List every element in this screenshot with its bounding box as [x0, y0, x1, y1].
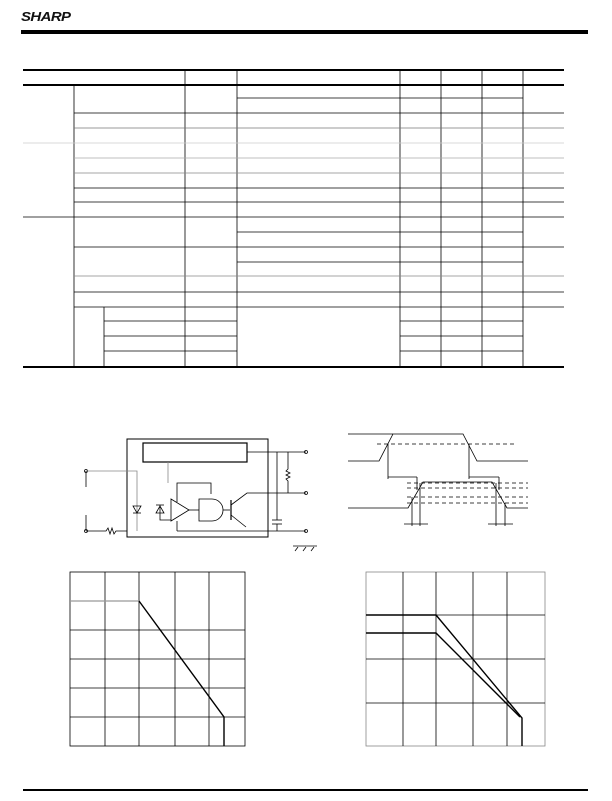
- schmitt-gate-icon: [198, 498, 224, 522]
- led-icon: [132, 505, 142, 514]
- output-waveform: [348, 481, 528, 509]
- chart-2-curve-lower: [366, 632, 521, 718]
- terminal-gnd: [304, 529, 308, 533]
- derating-chart-1: [69, 571, 246, 747]
- chart-1-curve: [138, 600, 225, 746]
- timing-diagram: [348, 433, 528, 526]
- spec-table: [23, 69, 564, 368]
- chart-2-curve-upper: [366, 614, 523, 746]
- terminal-vcc: [304, 450, 308, 454]
- terminal-vo: [304, 491, 308, 495]
- amplifier-icon: [170, 498, 190, 522]
- resistor-icon: [285, 452, 291, 493]
- regulator-block: [142, 442, 248, 463]
- sharp-logo: SHARP: [21, 9, 71, 24]
- photodiode-icon: [155, 504, 171, 521]
- derating-chart-2: [365, 571, 546, 747]
- device-package: [126, 438, 269, 538]
- test-circuit-diagram: [84, 438, 317, 552]
- ground-icon: [293, 545, 317, 552]
